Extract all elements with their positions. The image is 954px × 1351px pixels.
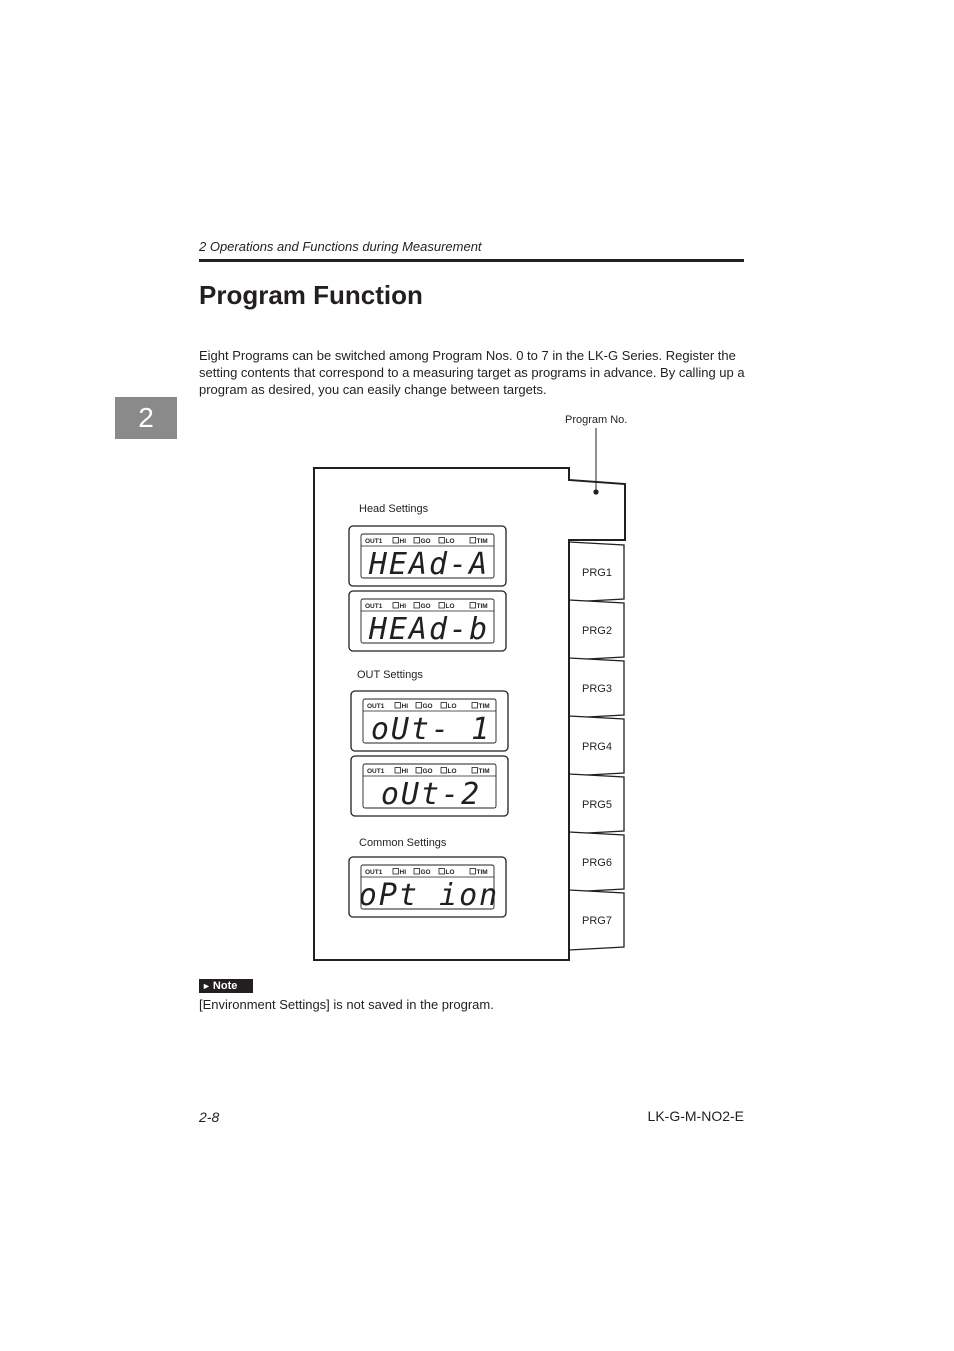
indicator-label: GO xyxy=(423,768,433,775)
indicator-lamp-icon xyxy=(472,768,478,774)
indicator-label: HI xyxy=(402,703,409,710)
document-code: LK-G-M-NO2-E xyxy=(648,1108,744,1124)
indicator-label: OUT1 xyxy=(365,538,383,545)
program-tab-label: PRG2 xyxy=(582,625,612,637)
indicator-label: OUT1 xyxy=(367,703,385,710)
display-reading: oUt- 1 xyxy=(371,712,491,747)
display-panel: OUT1 HI GO LO TIM HEAd-A xyxy=(349,526,506,586)
program-tab: PRG4 xyxy=(569,716,624,776)
program-tab-label: PRG4 xyxy=(582,741,612,753)
indicator-lamp-icon xyxy=(470,538,476,544)
program-tabs: PRG0PRG1PRG2PRG3PRG4PRG5PRG6PRG7 xyxy=(569,509,624,950)
indicator-label: HI xyxy=(400,869,407,876)
indicator-label: TIM xyxy=(477,538,488,545)
display-panel: OUT1 HI GO LO TIM oPt ion xyxy=(349,857,506,917)
indicator-lamp-icon xyxy=(416,703,422,709)
indicator-lamp-icon xyxy=(439,603,445,609)
note-arrow-icon: ► xyxy=(202,981,211,991)
note-label: Note xyxy=(213,980,237,992)
indicator-lamp-icon xyxy=(414,538,420,544)
indicator-label: GO xyxy=(423,703,433,710)
program-tab-label: PRG7 xyxy=(582,915,612,927)
program-tab: PRG5 xyxy=(569,774,624,834)
indicator-lamp-icon xyxy=(470,603,476,609)
display-panel: OUT1 HI GO LO TIM oUt-2 xyxy=(351,756,508,816)
display-panel: OUT1 HI GO LO TIM HEAd-b xyxy=(349,591,506,651)
indicator-label: TIM xyxy=(477,603,488,610)
indicator-lamp-icon xyxy=(470,869,476,875)
indicator-label: LO xyxy=(448,768,457,775)
display-reading: HEAd-A xyxy=(368,547,489,582)
program-no-dot xyxy=(593,489,598,494)
indicator-label: LO xyxy=(446,603,455,610)
indicator-lamp-icon xyxy=(393,538,399,544)
program-tab-label: PRG5 xyxy=(582,799,612,811)
indicator-lamp-icon xyxy=(416,768,422,774)
indicator-lamp-icon xyxy=(439,538,445,544)
display-reading: HEAd-b xyxy=(368,612,489,647)
indicator-label: TIM xyxy=(479,768,490,775)
program-tab: PRG3 xyxy=(569,658,624,718)
program-tab: PRG6 xyxy=(569,832,624,892)
program-tab-label: PRG1 xyxy=(582,567,612,579)
program-tab: PRG7 xyxy=(569,890,624,950)
indicator-label: HI xyxy=(400,603,407,610)
indicator-label: OUT1 xyxy=(367,768,385,775)
page-number: 2-8 xyxy=(199,1109,219,1125)
program-tab-label: PRG6 xyxy=(582,857,612,869)
indicator-label: TIM xyxy=(479,703,490,710)
indicator-label: GO xyxy=(421,603,431,610)
indicator-label: HI xyxy=(400,538,407,545)
program-no-label: Program No. xyxy=(565,414,627,426)
settings-group-label: OUT Settings xyxy=(357,669,423,681)
note-text: [Environment Settings] is not saved in t… xyxy=(199,997,494,1012)
program-tab: PRG1 xyxy=(569,542,624,602)
indicator-lamp-icon xyxy=(395,768,401,774)
indicator-label: GO xyxy=(421,869,431,876)
indicator-label: HI xyxy=(402,768,409,775)
indicator-lamp-icon xyxy=(414,869,420,875)
indicator-lamp-icon xyxy=(393,869,399,875)
program-tab-label: PRG3 xyxy=(582,683,612,695)
indicator-label: TIM xyxy=(477,869,488,876)
indicator-lamp-icon xyxy=(395,703,401,709)
indicator-label: GO xyxy=(421,538,431,545)
settings-group-label: Head Settings xyxy=(359,503,429,515)
indicator-label: LO xyxy=(446,869,455,876)
indicator-label: OUT1 xyxy=(365,603,383,610)
display-reading: oUt-2 xyxy=(381,777,481,812)
note-badge: ►Note xyxy=(199,979,253,993)
settings-group-label: Common Settings xyxy=(359,837,447,849)
indicator-label: OUT1 xyxy=(365,869,383,876)
indicator-lamp-icon xyxy=(414,603,420,609)
display-panel: OUT1 HI GO LO TIM oUt- 1 xyxy=(351,691,508,751)
display-reading: oPt ion xyxy=(359,878,499,913)
indicator-label: LO xyxy=(446,538,455,545)
indicator-lamp-icon xyxy=(393,603,399,609)
indicator-label: LO xyxy=(448,703,457,710)
indicator-lamp-icon xyxy=(441,768,447,774)
indicator-lamp-icon xyxy=(441,703,447,709)
program-tab: PRG2 xyxy=(569,600,624,660)
indicator-lamp-icon xyxy=(439,869,445,875)
indicator-lamp-icon xyxy=(472,703,478,709)
